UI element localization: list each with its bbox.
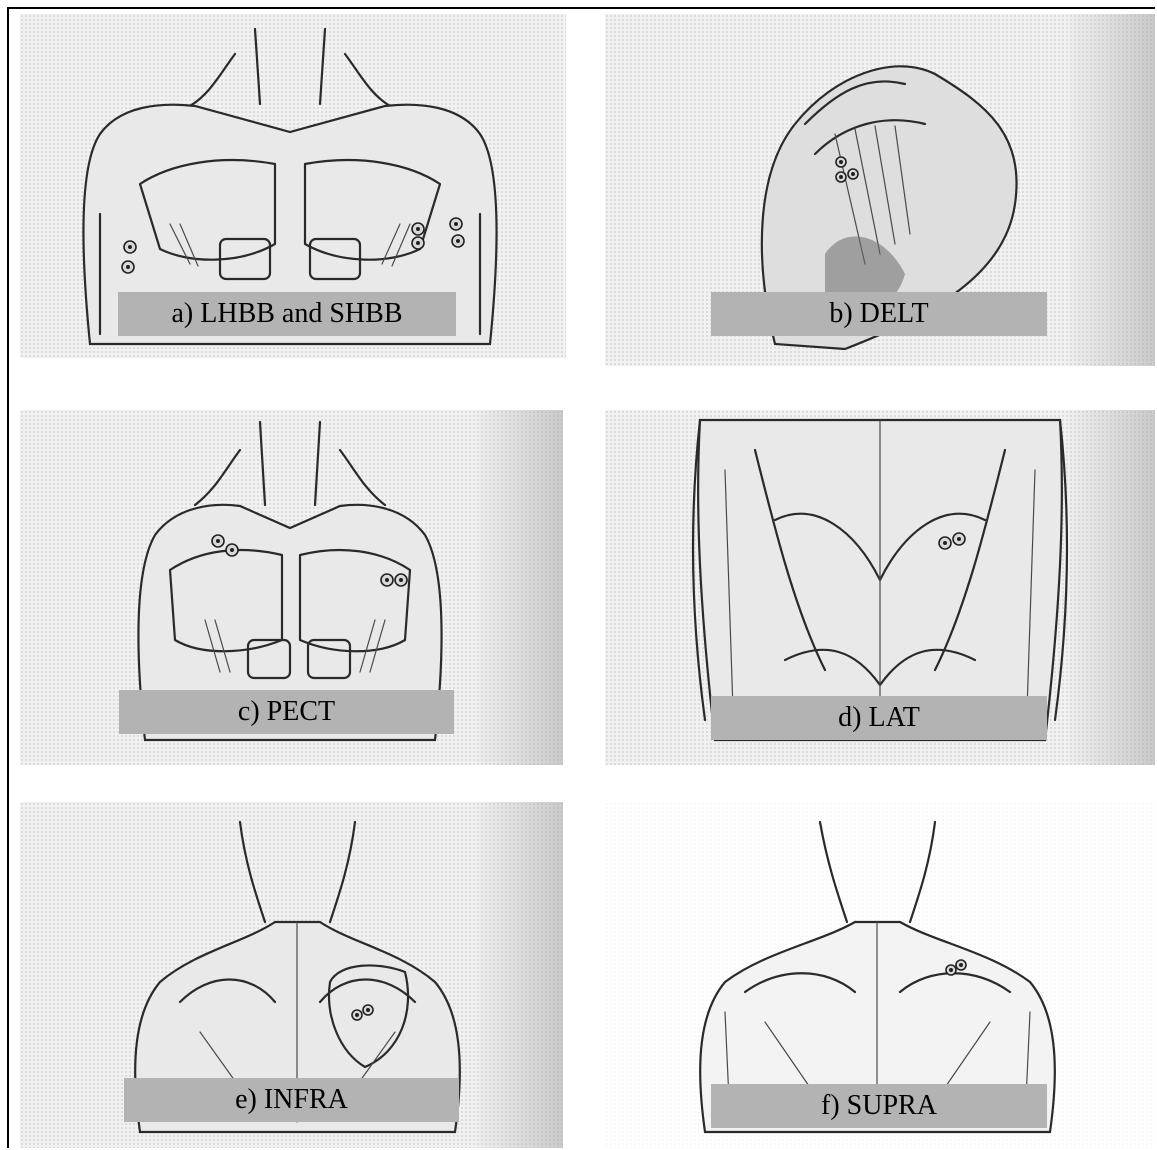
panel-label: a) LHBB and SHBB [118, 292, 456, 336]
panel-label: b) DELT [711, 292, 1047, 336]
panel-label: e) INFRA [124, 1078, 459, 1122]
panel-label: c) PECT [119, 690, 454, 734]
panel-label: d) LAT [711, 696, 1047, 740]
panel-d-lat: d) LAT [605, 410, 1155, 765]
panel-b-delt: b) DELT [605, 14, 1155, 366]
panel-c-pect: c) PECT [20, 410, 563, 765]
panel-a-lhbb-shbb: a) LHBB and SHBB [20, 14, 566, 358]
panel-label: f) SUPRA [711, 1084, 1047, 1128]
panel-e-infra: e) INFRA [20, 802, 563, 1148]
panel-f-supra: f) SUPRA [605, 802, 1155, 1148]
